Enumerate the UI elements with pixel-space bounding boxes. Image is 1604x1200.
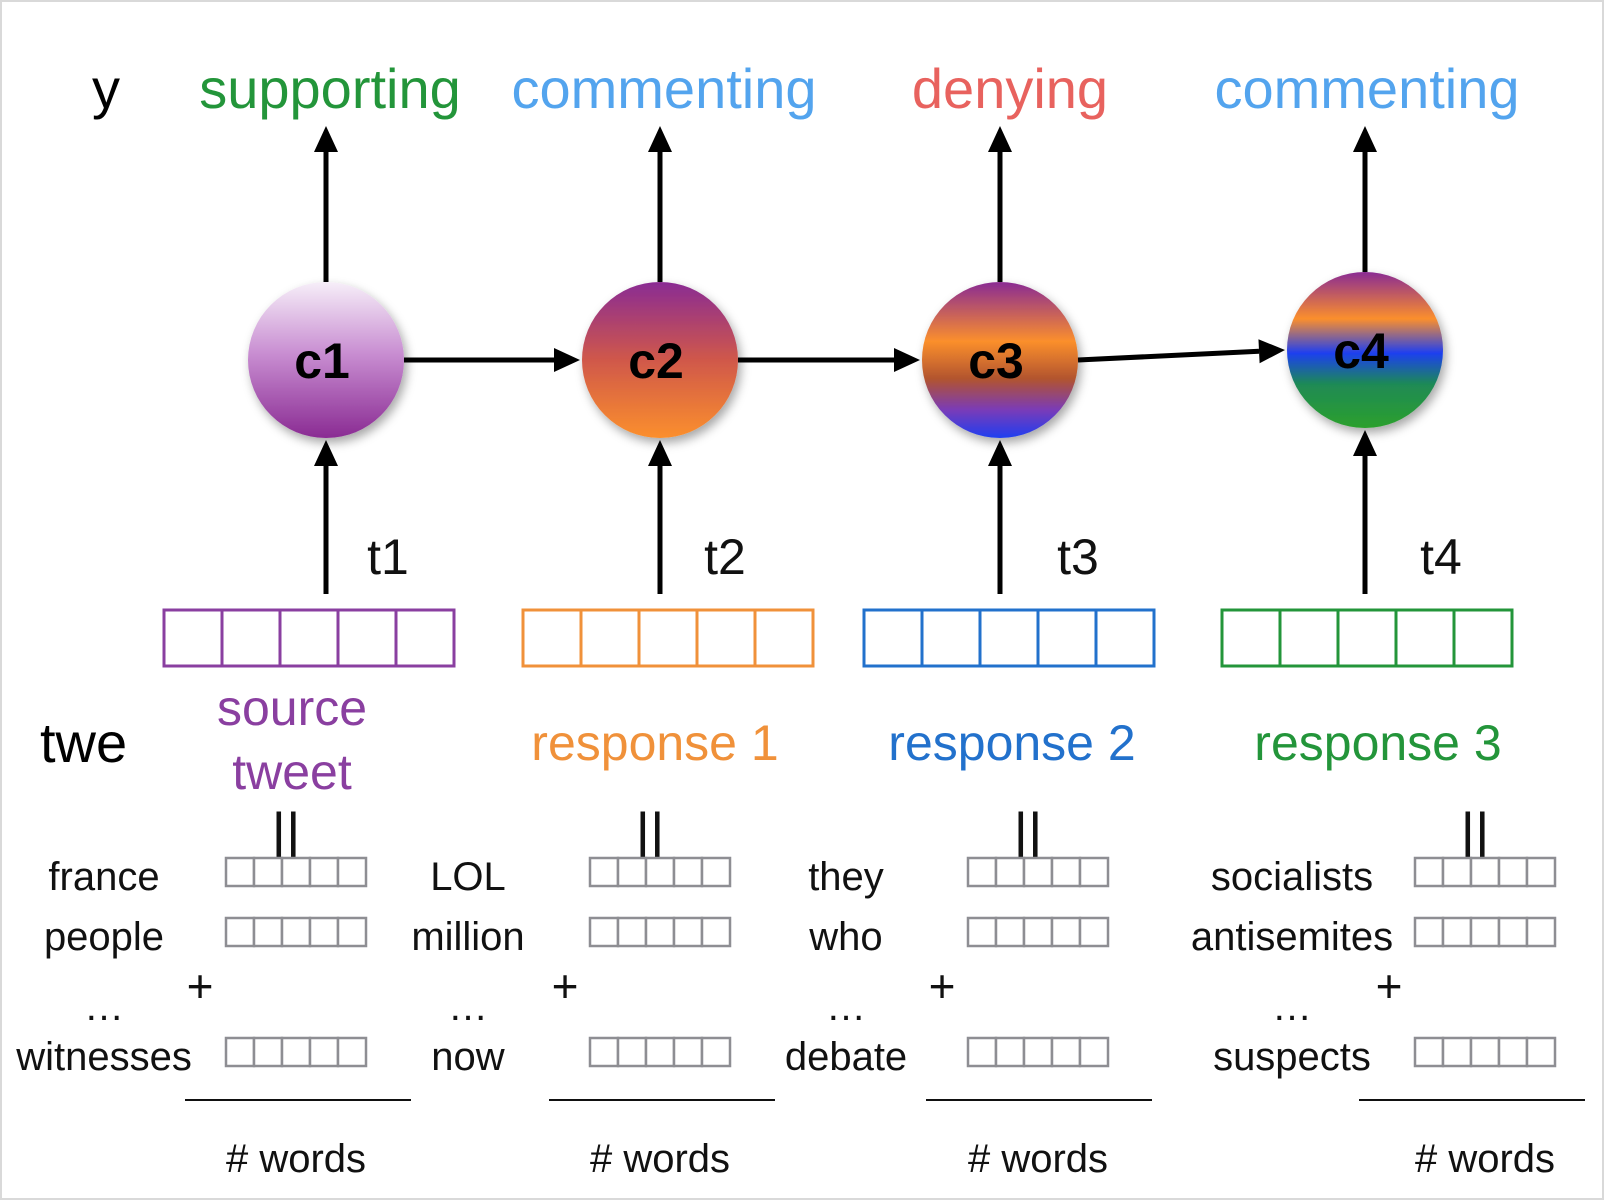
- word-embedding-vector: [966, 856, 1110, 888]
- word-embedding-vector: [224, 1036, 368, 1068]
- word-count-divisor: # words: [1415, 1137, 1555, 1181]
- tweet-embedding-vector: [1220, 608, 1514, 668]
- input-arrow: [314, 440, 338, 594]
- word-token: socialists: [1211, 855, 1373, 899]
- word-embedding-vector: [588, 1036, 732, 1068]
- time-step-label: t2: [704, 529, 746, 585]
- node-label: c4: [1333, 323, 1389, 379]
- tweet-name: response 1: [531, 715, 778, 771]
- word-embedding-vector: [1413, 916, 1557, 948]
- recurrent-arrow: [1077, 339, 1285, 364]
- node-label: c2: [628, 333, 684, 389]
- equals-marker: ||: [1460, 801, 1489, 864]
- input-arrow: [648, 440, 672, 594]
- tweet-embedding-vector: [162, 608, 456, 668]
- word-token: antisemites: [1191, 915, 1393, 959]
- output-arrow: [1353, 126, 1377, 272]
- plus-sign: +: [187, 960, 214, 1012]
- word-embedding-vector: [588, 856, 732, 888]
- word-token: LOL: [430, 855, 506, 899]
- output-label-denying: denying: [912, 57, 1108, 120]
- word-token: now: [431, 1035, 504, 1079]
- tweet-name: source: [217, 680, 367, 736]
- word-token: …: [826, 985, 866, 1029]
- word-token: …: [448, 985, 488, 1029]
- tweet-name: response 3: [1254, 715, 1501, 771]
- word-embedding-vector: [966, 1036, 1110, 1068]
- tweet-name: tweet: [232, 744, 352, 800]
- word-embedding-vector: [224, 856, 368, 888]
- word-token: witnesses: [15, 1035, 192, 1079]
- output-arrow: [988, 126, 1012, 282]
- word-embedding-vector: [1413, 1036, 1557, 1068]
- word-token: million: [411, 915, 524, 959]
- word-count-divisor: # words: [590, 1137, 730, 1181]
- equals-marker: ||: [271, 801, 300, 864]
- output-label-commenting: commenting: [1214, 57, 1519, 120]
- output-label-commenting: commenting: [511, 57, 816, 120]
- equals-marker: ||: [635, 801, 664, 864]
- time-step-label: t3: [1057, 529, 1099, 585]
- tweet-embedding-vector: [521, 608, 815, 668]
- plus-sign: +: [1376, 960, 1403, 1012]
- tweet-name: response 2: [888, 715, 1135, 771]
- word-token: people: [44, 915, 164, 959]
- word-embedding-vector: [588, 916, 732, 948]
- node-c3: c3: [922, 282, 1078, 438]
- input-arrow: [988, 440, 1012, 594]
- node-c4: c4: [1287, 272, 1443, 428]
- node-label: c3: [968, 333, 1024, 389]
- column-1: supporting c1 t1 source tweet|| france people ……: [15, 57, 461, 1181]
- column-3: denying c3 t3 response 2 || they who … debate + # …: [785, 57, 1156, 1181]
- output-arrow: [648, 126, 672, 282]
- word-embedding-vector: [966, 916, 1110, 948]
- input-row-label: twe: [40, 711, 127, 774]
- word-token: debate: [785, 1035, 907, 1079]
- recurrent-arrow: [738, 348, 920, 372]
- word-token: suspects: [1213, 1035, 1371, 1079]
- input-arrow: [1353, 430, 1377, 594]
- word-token: …: [84, 985, 124, 1029]
- node-label: c1: [294, 333, 350, 389]
- output-row-label: y: [92, 57, 120, 120]
- time-step-label: t1: [367, 529, 409, 585]
- word-count-divisor: # words: [968, 1137, 1108, 1181]
- tweet-embedding-vector: [862, 608, 1156, 668]
- word-token: france: [48, 855, 159, 899]
- plus-sign: +: [929, 960, 956, 1012]
- column-2: commenting c2 t2 response 1 || LOL million … now…: [411, 57, 816, 1181]
- recurrent-arrow: [404, 348, 580, 372]
- word-embedding-vector: [1413, 856, 1557, 888]
- node-c2: c2: [582, 282, 738, 438]
- word-token: they: [808, 855, 884, 899]
- plus-sign: +: [552, 960, 579, 1012]
- word-token: who: [808, 915, 882, 959]
- word-embedding-vector: [224, 916, 368, 948]
- sequence-columns: supportingc1t1sourcetweet||francepeople……: [15, 57, 1585, 1181]
- equals-marker: ||: [1013, 801, 1042, 864]
- word-token: …: [1272, 985, 1312, 1029]
- node-c1: c1: [248, 282, 404, 438]
- output-label-supporting: supporting: [199, 57, 461, 120]
- word-count-divisor: # words: [226, 1137, 366, 1181]
- column-4: commenting c4 t4 response 3 || socialists anti…: [1191, 57, 1585, 1181]
- output-arrow: [314, 126, 338, 282]
- time-step-label: t4: [1420, 529, 1462, 585]
